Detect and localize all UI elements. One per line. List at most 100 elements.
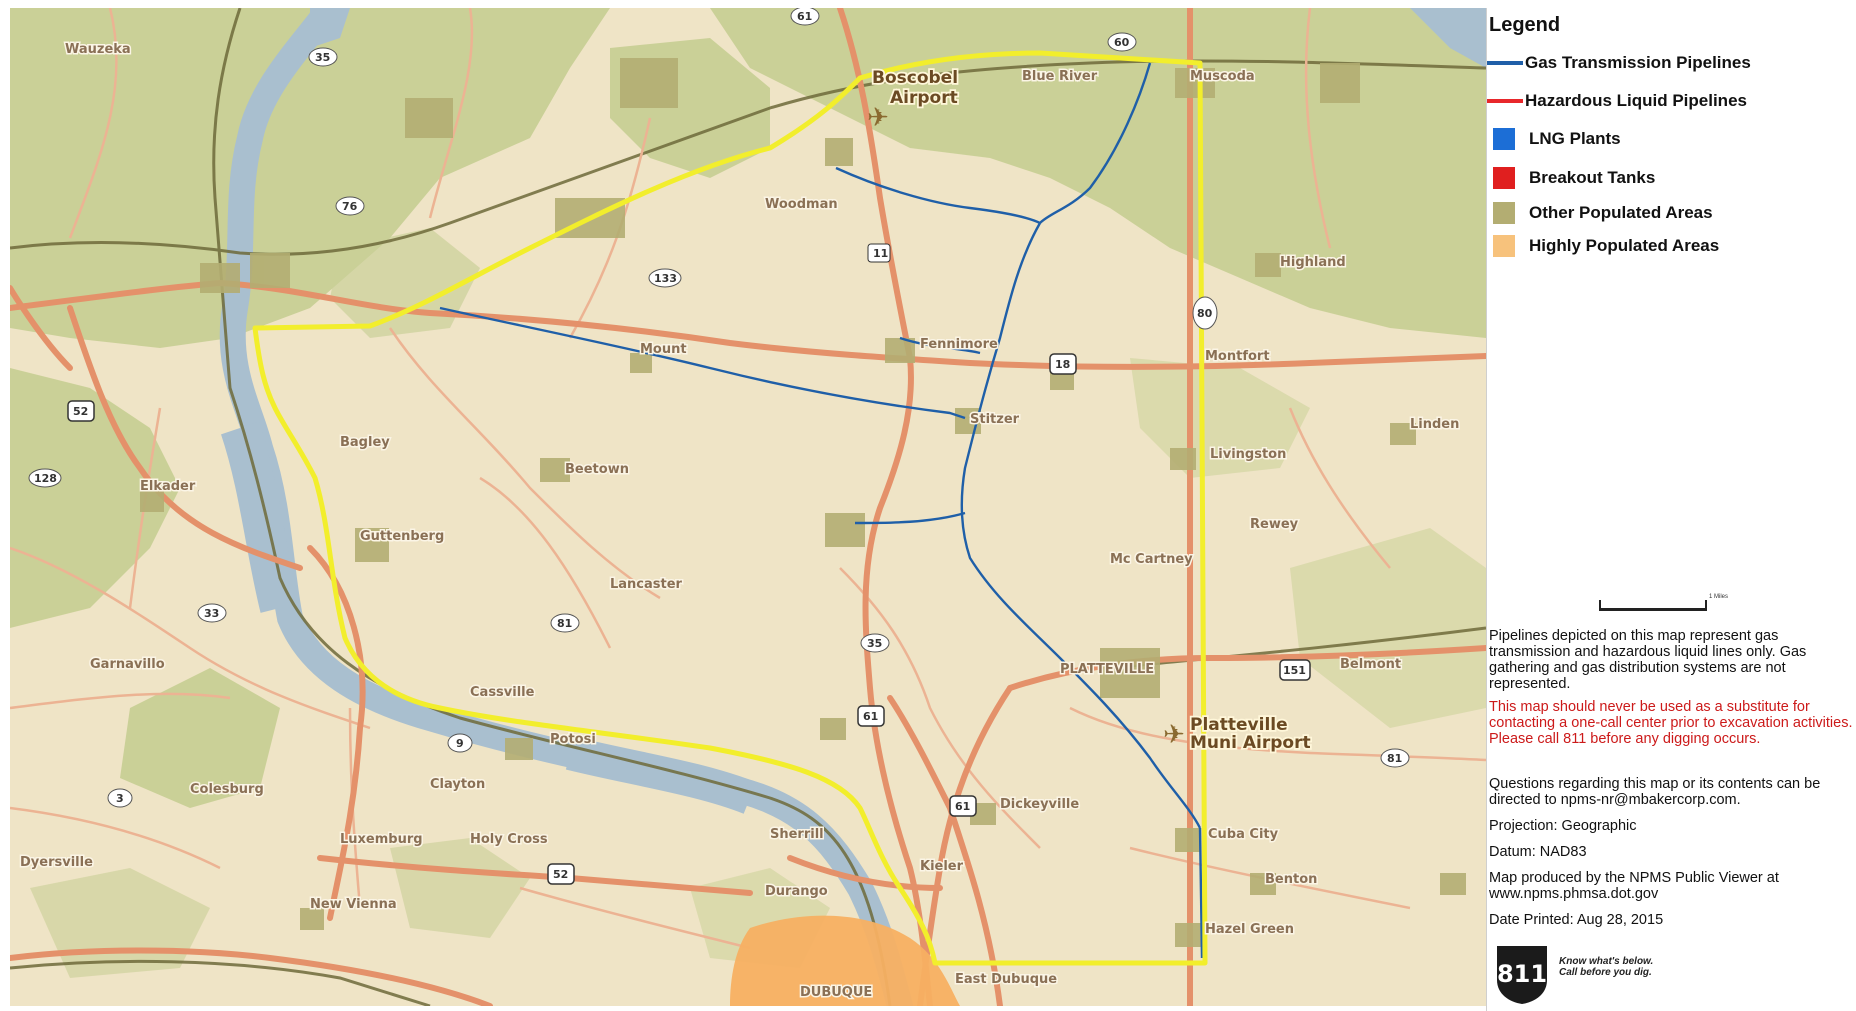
scale-bar-tick-left xyxy=(1599,600,1601,608)
logo-811-icon: 811 xyxy=(1497,946,1547,1004)
highly-populated-swatch xyxy=(1493,235,1515,257)
shield-route-81: 81 xyxy=(550,613,580,633)
legend-label: Gas Transmission Pipelines xyxy=(1525,53,1751,72)
shield-route-33: 33 xyxy=(197,603,227,623)
note-date-printed: Date Printed: Aug 28, 2015 xyxy=(1489,912,1664,928)
svg-text:11: 11 xyxy=(873,247,888,260)
label-highland: Highland xyxy=(1280,255,1346,270)
label-woodman: Woodman xyxy=(765,197,838,212)
note-warning: This map should never be used as a subst… xyxy=(1489,699,1853,747)
gas-transmission-pipelines xyxy=(439,62,1204,959)
legend-label: LNG Plants xyxy=(1529,129,1621,148)
label-muscoda: Muscoda xyxy=(1190,69,1255,84)
study-area-boundary xyxy=(252,50,1208,966)
label-sherrill: Sherrill xyxy=(770,827,824,842)
label-durango: Durango xyxy=(765,884,828,899)
svg-text:151: 151 xyxy=(1283,664,1306,677)
label-clayton: Clayton xyxy=(430,777,485,792)
populated-areas-layer xyxy=(140,58,1466,947)
label-bagley: Bagley xyxy=(340,435,390,450)
map-view[interactable]: ✈ ✈ Boscobel Airport Blue River Muscoda … xyxy=(10,8,1486,1006)
shield-us-52-north: 52 xyxy=(67,400,95,422)
legend-item-hazardous-liquid: Hazardous Liquid Pipelines xyxy=(1487,88,1747,114)
breakout-tanks-swatch xyxy=(1493,167,1515,189)
svg-text:52: 52 xyxy=(553,868,568,881)
shield-route-60: 60 xyxy=(1107,32,1137,52)
hazardous-liquid-swatch xyxy=(1487,99,1523,103)
label-stitzer: Stitzer xyxy=(970,412,1020,427)
note-contact: Questions regarding this map or its cont… xyxy=(1489,776,1821,808)
svg-text:61: 61 xyxy=(863,710,878,723)
label-beetown: Beetown xyxy=(565,462,629,477)
label-dyersville: Dyersville xyxy=(20,855,93,870)
note-produced: Map produced by the NPMS Public Viewer a… xyxy=(1489,870,1779,902)
label-colesburg: Colesburg xyxy=(190,782,264,797)
shield-route-81-east: 81 xyxy=(1380,748,1410,768)
airport-icon-platteville: ✈ xyxy=(1163,720,1185,750)
logo-811-number: 811 xyxy=(1497,960,1547,988)
svg-text:80: 80 xyxy=(1197,307,1213,320)
scale-label: 1 Miles xyxy=(1709,594,1729,600)
logo-tagline-line-2: Call before you dig. xyxy=(1559,967,1652,978)
scale-bar-tick-right xyxy=(1705,600,1707,608)
logo-tagline: Know what's below. Call before you dig. xyxy=(1559,956,1653,978)
svg-text:35: 35 xyxy=(315,51,330,64)
label-east-dubuque: East Dubuque xyxy=(955,972,1057,987)
shield-route-9: 9 xyxy=(447,733,473,753)
svg-text:3: 3 xyxy=(116,792,124,805)
highly-populated-area-dubuque xyxy=(730,915,960,1006)
label-elkader: Elkader xyxy=(140,479,196,494)
place-labels: Boscobel Airport Blue River Muscoda Wood… xyxy=(19,41,1461,1002)
label-hazel-green: Hazel Green xyxy=(1205,922,1294,937)
other-populated-swatch xyxy=(1493,202,1515,224)
label-dickeyville: Dickeyville xyxy=(1000,797,1079,812)
label-luxemburg: Luxemburg xyxy=(340,832,423,847)
legend-label: Hazardous Liquid Pipelines xyxy=(1525,91,1747,110)
note-projection: Projection: Geographic xyxy=(1489,818,1637,834)
legend-item-lng-plants: LNG Plants xyxy=(1487,126,1621,152)
label-boscobel: Boscobel xyxy=(872,68,958,88)
legend-item-highly-populated: Highly Populated Areas xyxy=(1487,233,1719,259)
svg-text:18: 18 xyxy=(1055,358,1070,371)
label-platteville-airport-1: Platteville xyxy=(1190,715,1288,735)
gas-transmission-swatch xyxy=(1487,61,1523,65)
shield-route-80: 80 xyxy=(1192,296,1218,330)
label-kieler: Kieler xyxy=(920,859,964,874)
shield-route-61-top: 61 xyxy=(790,8,820,26)
svg-text:35: 35 xyxy=(867,637,882,650)
scale-bar xyxy=(1599,608,1707,611)
mississippi-river xyxy=(219,8,1486,1006)
map-canvas: ✈ ✈ Boscobel Airport Blue River Muscoda … xyxy=(10,8,1486,1006)
label-montfort: Montfort xyxy=(1205,349,1270,364)
label-cuba-city: Cuba City xyxy=(1208,827,1279,842)
svg-text:81: 81 xyxy=(557,617,572,630)
airport-icon-boscobel: ✈ xyxy=(867,103,889,133)
legend-label: Highly Populated Areas xyxy=(1529,236,1720,255)
label-guttenberg: Guttenberg xyxy=(360,529,444,544)
svg-text:61: 61 xyxy=(797,10,812,23)
label-lancaster: Lancaster xyxy=(610,577,683,592)
legend-item-breakout-tanks: Breakout Tanks xyxy=(1487,165,1655,191)
legend-item-other-populated: Other Populated Areas xyxy=(1487,200,1713,226)
logo-tagline-line-1: Know what's below. xyxy=(1559,956,1654,967)
shield-us-18: 18 xyxy=(1049,353,1077,375)
shield-route-76: 76 xyxy=(335,196,365,216)
note-depiction: Pipelines depicted on this map represent… xyxy=(1489,628,1807,692)
label-new-vienna: New Vienna xyxy=(310,897,397,912)
label-benton: Benton xyxy=(1265,872,1317,887)
route-shields: 52 52 61 61 151 18 35 60 133 81 81 80 12… xyxy=(28,8,1410,885)
shield-us-151: 151 xyxy=(1279,659,1311,681)
label-platteville-airport-2: Muni Airport xyxy=(1190,733,1311,753)
svg-text:33: 33 xyxy=(204,607,219,620)
shield-route-3: 3 xyxy=(107,788,133,808)
label-blue-river: Blue River xyxy=(1022,69,1098,84)
label-belmont: Belmont xyxy=(1340,657,1401,672)
label-mccartney: Mc Cartney xyxy=(1110,552,1193,567)
label-garnavillo: Garnavillo xyxy=(90,657,165,672)
shield-us-61-mid: 61 xyxy=(949,795,977,817)
svg-text:81: 81 xyxy=(1387,752,1402,765)
label-linden: Linden xyxy=(1410,417,1459,432)
shield-us-61-north: 61 xyxy=(857,705,885,727)
legend-panel: Legend Gas Transmission Pipelines Hazard… xyxy=(1486,8,1856,1011)
lng-plants-swatch xyxy=(1493,128,1515,150)
